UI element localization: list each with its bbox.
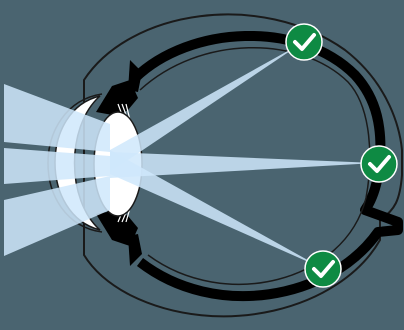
check-icon [312, 260, 335, 278]
focus-point-top [285, 23, 323, 61]
ciliary-bottom [128, 234, 142, 266]
focused-ray-bottom [110, 150, 322, 268]
incoming-ray-center [4, 148, 110, 184]
check-badge [304, 250, 342, 288]
focus-point-center [360, 145, 398, 183]
iris-top [96, 80, 138, 116]
vitreous-outline [139, 47, 371, 285]
check-badge [360, 145, 398, 183]
focused-ray-center [110, 152, 376, 178]
focused-ray-top [110, 43, 302, 172]
iris-bottom [96, 210, 138, 246]
light-rays [4, 43, 376, 268]
focus-point-bottom [304, 250, 342, 288]
check-icon [293, 33, 316, 51]
ciliary-top [128, 60, 142, 92]
check-badge [285, 23, 323, 61]
incoming-ray-bottom [4, 176, 110, 256]
incoming-ray-top [4, 84, 110, 152]
check-icon [368, 155, 391, 173]
